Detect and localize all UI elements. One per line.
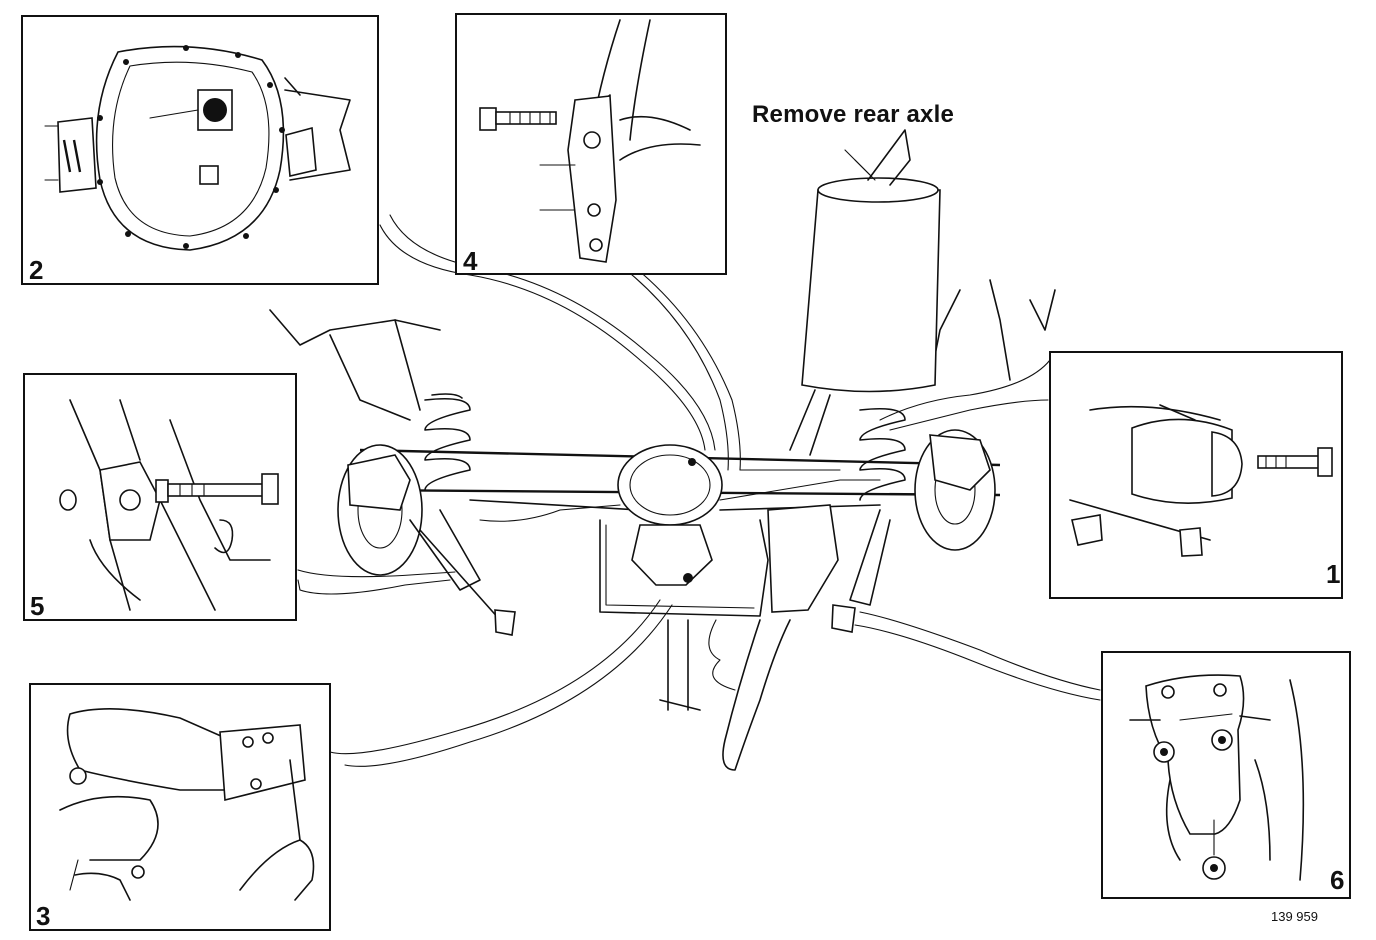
figure-id: 139 959	[1271, 909, 1318, 924]
left-coil-spring	[424, 393, 471, 491]
panel-number-1: 1	[1326, 559, 1341, 589]
panel-5-bolt	[155, 473, 279, 505]
panel-1-bolt	[1257, 447, 1333, 477]
panel-2	[21, 15, 379, 285]
panel-4	[455, 13, 727, 275]
panel-number-6: 6	[1330, 865, 1345, 895]
shock-absorber	[789, 129, 941, 456]
panel-number-5: 5	[30, 591, 45, 621]
panel-4-bolt	[479, 107, 557, 131]
panel-number-4: 4	[463, 246, 478, 276]
panel-number-3: 3	[36, 901, 51, 931]
leader-lines	[297, 214, 1101, 767]
panel-1	[1049, 351, 1343, 599]
figure-title: Remove rear axle	[752, 101, 954, 128]
rear-axle-assembly	[269, 129, 1056, 771]
panel-5	[23, 373, 297, 621]
panel-6	[1101, 651, 1351, 899]
panel-3	[29, 683, 331, 931]
right-coil-spring	[859, 407, 906, 501]
panel-number-2: 2	[29, 255, 44, 285]
